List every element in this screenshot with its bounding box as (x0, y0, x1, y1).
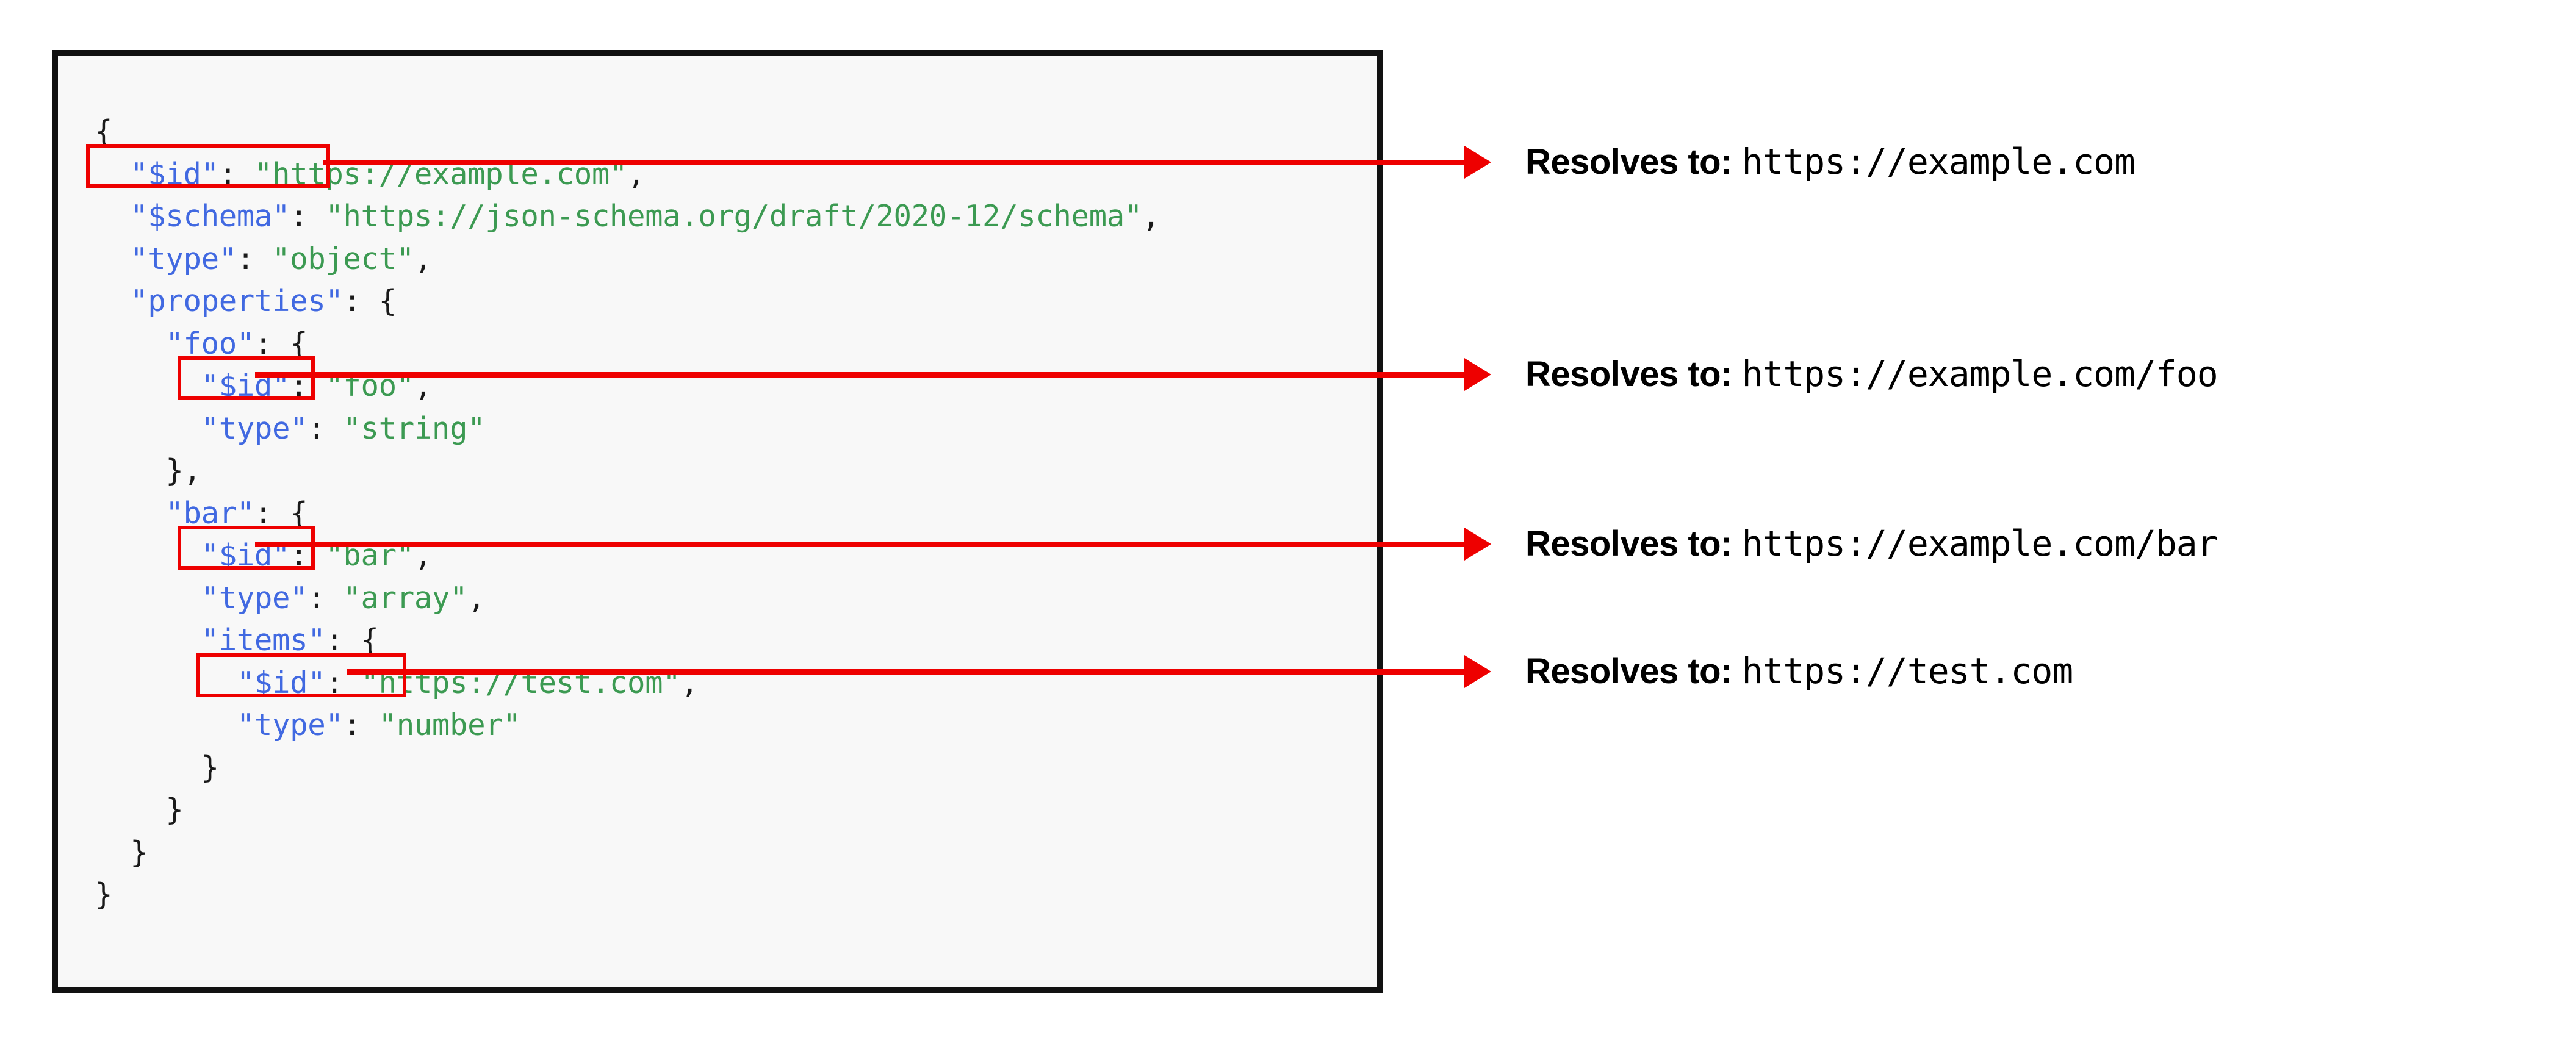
code-line: "type": "object", (95, 238, 1160, 281)
code-line: "type": "array", (95, 577, 1160, 620)
code-line: "$id": "https://test.com", (95, 662, 1160, 704)
code-token: "type" (130, 241, 237, 276)
annotation-2-label: Resolves to: (1525, 354, 1742, 394)
code-line: "foo": { (95, 323, 1160, 365)
code-line: "$id": "https://example.com", (95, 153, 1160, 196)
code-token: } (130, 834, 148, 870)
code-line: { (95, 110, 1160, 153)
code-token: "string" (343, 410, 486, 446)
code-token: "items" (201, 623, 326, 658)
annotation-4-url: https://test.com (1741, 650, 2074, 692)
code-token: }, (165, 453, 201, 488)
code-token: , (467, 580, 486, 615)
annotation-2-url: https://example.com/foo (1741, 353, 2218, 395)
annotation-4: Resolves to: https://test.com (1525, 653, 2073, 689)
connector-line-3 (255, 542, 1466, 547)
code-token: : (290, 199, 326, 234)
code-token: "object" (272, 241, 414, 276)
code-token: , (414, 241, 433, 276)
annotation-1-url: https://example.com (1741, 141, 2135, 182)
code-token: "type" (201, 410, 308, 446)
code-line: } (95, 747, 1160, 789)
code-line: "bar": { (95, 492, 1160, 535)
code-token: : (343, 708, 379, 742)
connector-arrowhead-2 (1464, 358, 1491, 391)
annotation-3-label: Resolves to: (1525, 524, 1742, 564)
code-token: , (1142, 199, 1160, 234)
code-token: : (308, 580, 344, 615)
code-token: : (308, 410, 344, 446)
code-line: "items": { (95, 619, 1160, 662)
code-token: "foo" (165, 326, 254, 361)
code-token: : { (343, 284, 397, 318)
connector-arrowhead-3 (1464, 528, 1491, 561)
code-token: "$schema" (130, 199, 290, 234)
code-token: : { (254, 495, 308, 531)
json-code-block: { "$id": "https://example.com", "$schema… (95, 110, 1160, 916)
code-token: } (165, 792, 184, 827)
code-token: } (95, 877, 113, 912)
code-token: "array" (343, 580, 468, 615)
code-token: { (95, 114, 113, 149)
code-token: "type" (236, 708, 344, 742)
connector-line-1 (323, 160, 1466, 165)
code-token: } (201, 750, 220, 785)
code-token: : { (325, 623, 379, 658)
code-line: }, (95, 450, 1160, 492)
code-line: "$id": "bar", (95, 534, 1160, 577)
annotation-2: Resolves to: https://example.com/foo (1525, 356, 2218, 392)
code-token: "https://json-schema.org/draft/2020-12/s… (325, 199, 1142, 234)
code-token: "$id" (130, 156, 219, 192)
code-line: } (95, 789, 1160, 831)
code-token: : (236, 241, 273, 276)
code-token: "type" (201, 580, 308, 615)
connector-arrowhead-4 (1464, 655, 1491, 688)
code-line: } (95, 831, 1160, 874)
code-line: } (95, 873, 1160, 916)
code-line: "properties": { (95, 280, 1160, 323)
code-token: "properties" (130, 284, 344, 318)
code-line: "type": "string" (95, 407, 1160, 450)
code-token: : (218, 156, 254, 192)
code-token: "number" (378, 708, 521, 742)
connector-line-2 (255, 372, 1466, 378)
code-token: "bar" (165, 495, 254, 531)
code-line: "$schema": "https://json-schema.org/draf… (95, 195, 1160, 238)
annotation-1: Resolves to: https://example.com (1525, 144, 2135, 180)
json-code-panel: { "$id": "https://example.com", "$schema… (52, 50, 1383, 993)
code-line: "type": "number" (95, 704, 1160, 747)
code-token: : { (254, 326, 308, 361)
connector-line-4 (347, 669, 1466, 675)
connector-arrowhead-1 (1464, 146, 1491, 179)
code-line: "$id": "foo", (95, 365, 1160, 407)
annotation-4-label: Resolves to: (1525, 651, 1742, 691)
annotation-1-label: Resolves to: (1525, 142, 1742, 182)
annotation-3: Resolves to: https://example.com/bar (1525, 526, 2218, 562)
annotation-3-url: https://example.com/bar (1741, 523, 2218, 564)
code-token: "$id" (236, 665, 326, 700)
